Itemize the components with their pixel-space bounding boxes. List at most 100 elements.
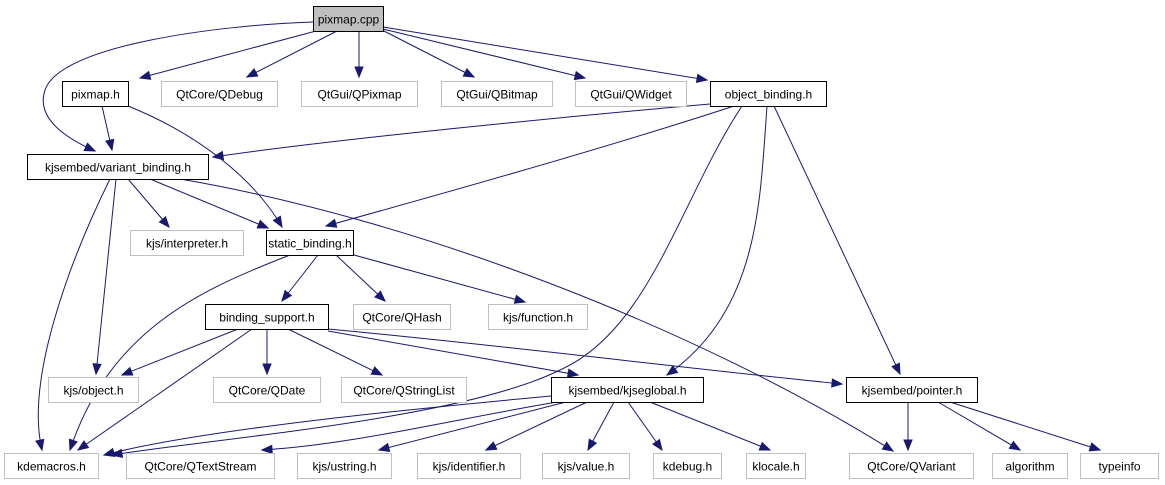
edge-pixmap_cpp-to-variant_binding [42, 21, 314, 152]
edge-variant_binding-to-object [92, 178, 117, 376]
edge-line [77, 328, 253, 451]
node-qpixmap: QtGui/QPixmap [301, 81, 418, 107]
edge-pointer-to-algorithm [937, 401, 1022, 451]
node-box [746, 453, 806, 479]
edge-line [246, 30, 338, 78]
node-qhash: QtCore/QHash [353, 304, 451, 330]
arrowhead-icon [573, 70, 587, 81]
node-label: QtCore/QVariant [867, 460, 956, 474]
node-function: kjs/function.h [488, 304, 588, 330]
arrowhead-icon [566, 368, 580, 378]
node-pixmap-cpp[interactable]: pixmap.cpp [313, 6, 384, 32]
edge-pixmap_cpp-to-qwidget [382, 28, 587, 81]
node-box [1080, 453, 1159, 479]
node-box [542, 453, 630, 479]
node-label: kjsembed/variant_binding.h [45, 161, 191, 175]
edge-line [327, 328, 843, 385]
edge-pixmap_h-to-static_binding [127, 105, 283, 229]
edge-binding_support-to-kdemacros [76, 328, 253, 451]
edge-binding_support-to-pointer [327, 328, 844, 388]
node-label: pixmap.cpp [318, 13, 380, 27]
node-box [441, 81, 553, 107]
node-qvariant: QtCore/QVariant [849, 453, 974, 479]
edge-binding_support-to-object [120, 328, 239, 376]
edge-static_binding-to-kdemacros [68, 254, 291, 452]
edge-line [485, 401, 588, 451]
edge-line [287, 328, 383, 376]
node-label: QtGui/QPixmap [317, 88, 401, 102]
edge-kjseglobal-to-klocale [649, 401, 772, 451]
node-label: kjs/ustring.h [312, 460, 376, 474]
edge-line [69, 254, 291, 451]
node-label: QtCore/QHash [362, 311, 441, 325]
node-label: pixmap.h [71, 88, 120, 102]
edge-pixmap_cpp-to-object_binding [382, 26, 709, 83]
edge-line [95, 178, 117, 375]
arrowhead-icon [370, 366, 384, 376]
node-algorithm: algorithm [992, 453, 1068, 479]
edge-line [666, 105, 768, 376]
node-label: QtCore/QTextStream [144, 460, 256, 474]
edge-line [649, 401, 771, 451]
node-object-binding[interactable]: object_binding.h [710, 81, 827, 107]
node-box [266, 230, 354, 256]
edge-line [127, 105, 283, 228]
edge-pixmap_h-to-variant_binding [101, 105, 115, 152]
node-typeinfo: typeinfo [1080, 453, 1159, 479]
node-box [551, 377, 704, 403]
node-box [161, 81, 278, 107]
arrowhead-icon [105, 138, 115, 152]
edge-line [378, 401, 567, 451]
node-label: binding_support.h [219, 311, 314, 325]
arrowhead-icon [758, 441, 772, 451]
arrowhead-icon [374, 290, 386, 302]
node-pointer[interactable]: kjsembed/pointer.h [846, 377, 978, 403]
arrowhead-icon [665, 365, 679, 376]
arrowhead-icon [831, 378, 844, 388]
edge-object_binding-to-variant_binding [211, 103, 711, 161]
arrowhead-icon [272, 215, 283, 229]
node-box [710, 81, 827, 107]
arrowhead-icon [138, 70, 152, 80]
arrowhead-icon [881, 441, 895, 452]
node-box [488, 304, 588, 330]
node-box [4, 453, 99, 479]
node-box [849, 453, 974, 479]
node-box [126, 453, 275, 479]
edges-layer [35, 21, 1102, 458]
arrowhead-icon [262, 363, 272, 376]
node-box [417, 453, 521, 479]
node-box [313, 6, 384, 32]
node-box [575, 81, 687, 107]
node-box [341, 377, 467, 403]
edge-binding_support-to-kjseglobal [327, 330, 580, 378]
node-qbitmap: QtGui/QBitmap [441, 81, 553, 107]
node-label: QtGui/QBitmap [456, 88, 538, 102]
node-box [992, 453, 1068, 479]
node-box [130, 230, 244, 256]
edge-line [335, 254, 386, 302]
edge-object_binding-to-kjseglobal [665, 105, 768, 376]
arrowhead-icon [120, 366, 134, 376]
edge-variant_binding-to-static_binding [149, 178, 270, 229]
node-binding-support[interactable]: binding_support.h [205, 304, 329, 330]
arrowhead-icon [102, 447, 116, 457]
node-kjseglobal[interactable]: kjsembed/kjseglobal.h [551, 377, 704, 403]
node-qwidget: QtGui/QWidget [575, 81, 687, 107]
node-label: algorithm [1005, 460, 1054, 474]
node-box [213, 377, 321, 403]
node-pixmap-h[interactable]: pixmap.h [62, 81, 129, 107]
node-label: typeinfo [1098, 460, 1140, 474]
node-static-binding[interactable]: static_binding.h [266, 230, 354, 256]
edge-variant_binding-to-qvariant [179, 178, 895, 452]
node-variant-binding[interactable]: kjsembed/variant_binding.h [27, 154, 209, 180]
edge-kjseglobal-to-ustring [377, 401, 567, 452]
arrowhead-icon [245, 68, 259, 78]
arrowhead-icon [256, 219, 270, 229]
edge-line [149, 178, 269, 229]
edge-line [212, 103, 711, 158]
edge-object_binding-to-pointer [773, 105, 901, 376]
arrowhead-icon [1088, 442, 1102, 452]
edge-pixmap_cpp-to-pixmap_h [138, 30, 317, 80]
node-qtextstream: QtCore/QTextStream [126, 453, 275, 479]
